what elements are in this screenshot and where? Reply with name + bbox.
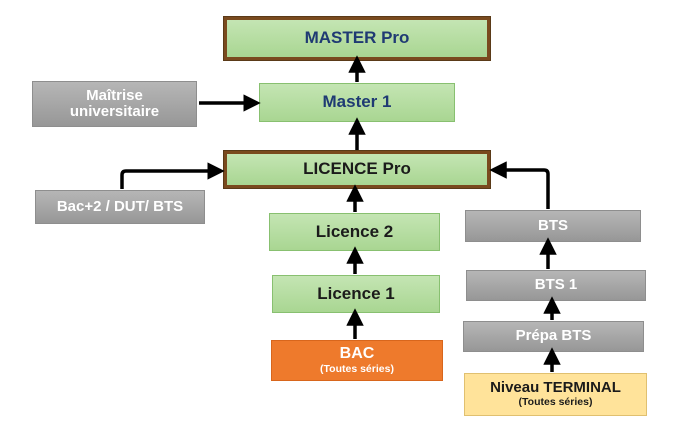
licence1-label: Licence 1 [317, 283, 395, 303]
master-pro-label: MASTER Pro [304, 28, 410, 48]
master-pro-box: MASTER Pro [223, 16, 491, 61]
master1-label: Master 1 [322, 92, 392, 112]
arrow-bts-to-licence-pro [489, 161, 550, 209]
bts1-label: BTS 1 [534, 276, 578, 294]
maitrise-label: Maîtrise universitaire [69, 86, 160, 120]
niveau-terminal-sub-label: (Toutes séries) [518, 396, 593, 409]
arrow-bac2-to-licence-pro [120, 162, 225, 189]
bac-box: BAC (Toutes séries) [271, 340, 443, 381]
prepa-bts-box: Prépa BTS [463, 321, 644, 352]
licence-pro-label: LICENCE Pro [303, 159, 411, 179]
bac2-box: Bac+2 / DUT/ BTS [35, 190, 205, 224]
niveau-terminal-box: Niveau TERMINAL (Toutes séries) [464, 373, 647, 416]
licence2-label: Licence 2 [315, 221, 394, 241]
bac-sub-label: (Toutes séries) [320, 363, 394, 376]
licence1-box: Licence 1 [272, 275, 440, 313]
bac-label: BAC [339, 345, 375, 363]
prepa-bts-label: Prépa BTS [515, 327, 592, 345]
bts-label: BTS [538, 216, 568, 234]
niveau-terminal-label: Niveau TERMINAL [490, 378, 621, 396]
licence2-box: Licence 2 [269, 213, 440, 251]
bac2-label: Bac+2 / DUT/ BTS [56, 197, 184, 215]
maitrise-box: Maîtrise universitaire [32, 81, 197, 127]
